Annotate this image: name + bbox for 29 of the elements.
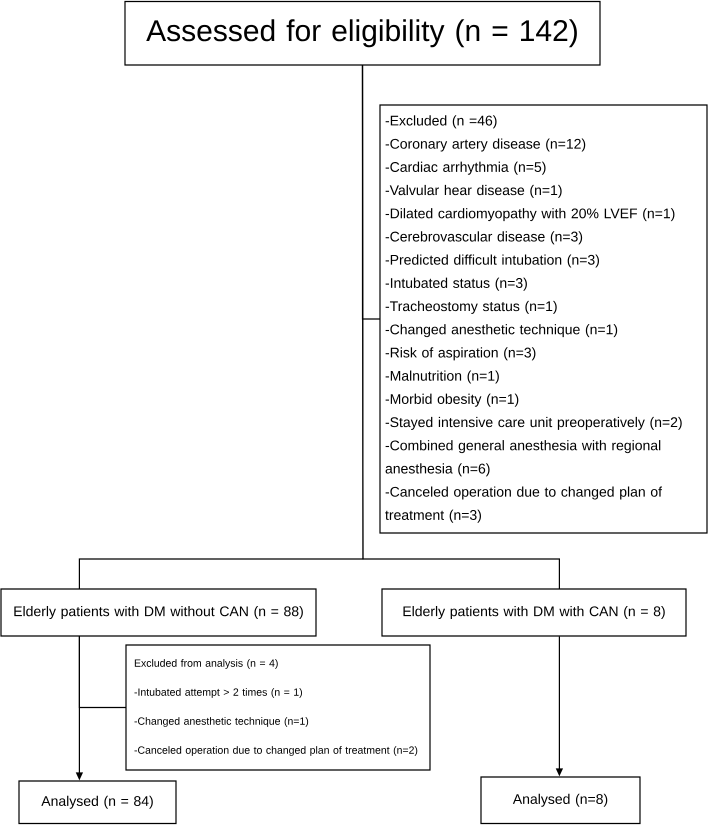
list-item: -Risk of aspiration (n=3) <box>386 347 536 360</box>
list-item: -Intubated attempt > 2 times (n = 1) <box>134 688 302 698</box>
list-item: -Valvular hear disease (n=1) <box>386 184 562 198</box>
list-item: -Changed anesthetic technique (n=1) <box>386 324 618 338</box>
list-item: -Tracheostomy status (n=1) <box>386 300 557 314</box>
list-item: Excluded from analysis (n = 4) <box>134 659 278 669</box>
list-box <box>125 644 431 771</box>
flowchart-box: Analysed (n=8) <box>480 776 641 824</box>
list-item: -Combined general anesthesia with regional anesthesia (n=6) <box>386 440 660 476</box>
list-item: -Cerebrovascular disease (n=3) <box>386 231 582 244</box>
list-item: -Canceled operation due to changed plan of treatment (n=3) <box>385 486 662 523</box>
list-box <box>379 104 708 534</box>
list-item: -Cardiac arrhythmia (n=5) <box>386 162 546 175</box>
list-item: -Dilated cardiomyopathy with 20% LVEF (n=1) <box>386 208 674 222</box>
flowchart-box: Assessed for eligibility (n = 142) <box>124 0 601 66</box>
list-item: -Intubated status (n=3) <box>386 278 527 291</box>
flowchart-box: Elderly patients with DM without CAN (n = 88) <box>0 588 317 637</box>
list-item: -Predicted difficult intubation (n=3) <box>386 254 599 268</box>
list-item: -Malnutrition (n=1) <box>386 370 499 384</box>
list-item: -Morbid obesity (n=1) <box>386 394 518 407</box>
list-item: -Coronary artery disease (n=12) <box>386 138 586 152</box>
list-item: -Excluded (n =46) <box>386 115 497 128</box>
list-item: -Stayed intensive care unit preoperatively (n=2) <box>386 416 682 430</box>
flowchart-box: Analysed (n = 84) <box>18 780 177 824</box>
flowchart-box: Elderly patients with DM with CAN (n = 8) <box>381 588 687 637</box>
connector-line <box>78 636 126 708</box>
connector-line <box>362 65 560 589</box>
list-item: -Canceled operation due to changed plan of treatment (n=2) <box>134 746 418 756</box>
list-item: -Changed anesthetic technique (n=1) <box>134 717 308 727</box>
